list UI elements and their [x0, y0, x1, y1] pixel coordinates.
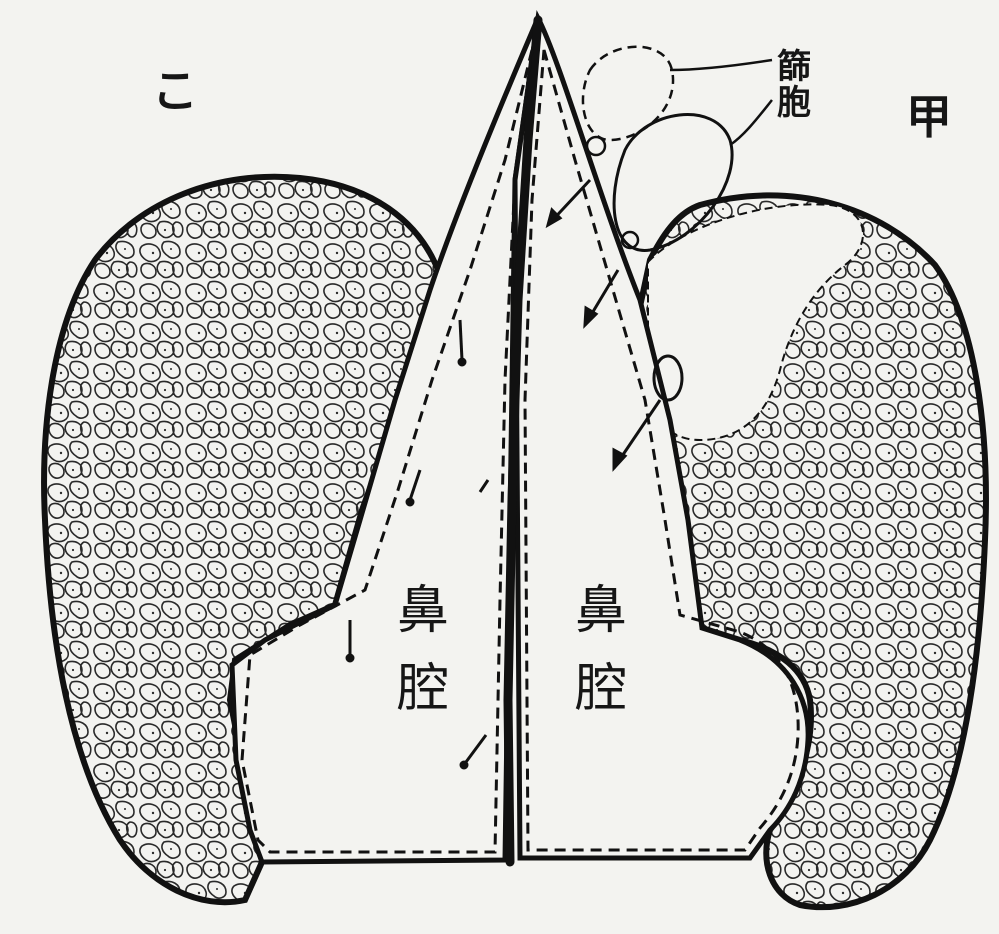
label-ethmoid-char-1: 篩	[774, 50, 814, 86]
label-leader-line-2	[730, 100, 772, 145]
label-left-cavity-char-1: 鼻	[388, 585, 458, 637]
label-leader-line-1	[670, 60, 772, 70]
ethmoid-cell-upper	[583, 47, 673, 140]
label-ethmoid: 篩 胞	[774, 50, 814, 121]
label-left-nasal-cavity: 鼻 腔	[388, 585, 458, 741]
label-left-cavity-char-2: 腔	[388, 663, 458, 715]
ethmoid-ostium-1	[587, 137, 605, 155]
label-right-cavity-char-1: 鼻	[566, 585, 636, 637]
label-right-nasal-cavity: 鼻 腔	[566, 585, 636, 741]
label-ethmoid-char-2: 胞	[774, 86, 814, 122]
label-right-cavity-char-2: 腔	[566, 663, 636, 715]
label-right-side: 甲	[906, 94, 952, 140]
label-left-side: こ	[152, 68, 198, 114]
